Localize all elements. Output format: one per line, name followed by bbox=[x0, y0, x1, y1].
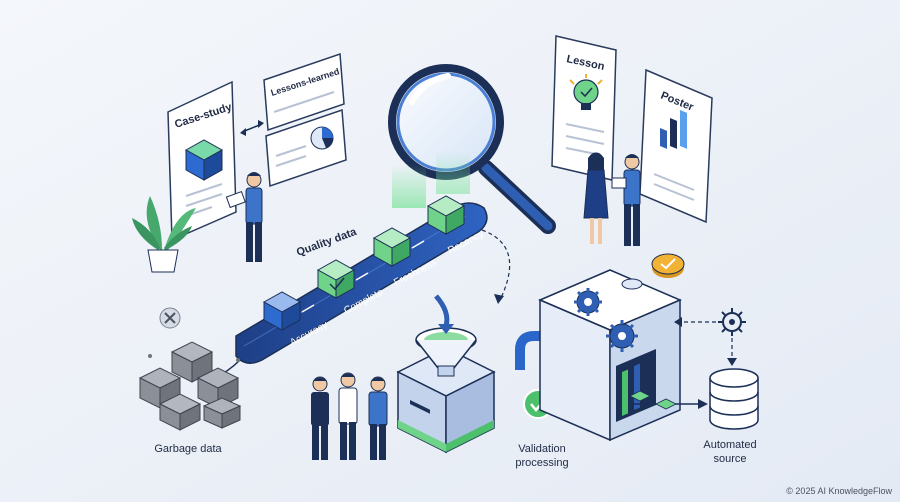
freshness-cube bbox=[372, 227, 412, 267]
recency-cube bbox=[426, 195, 466, 235]
validation-label-line1: Validation bbox=[518, 443, 566, 455]
processing-machine bbox=[538, 269, 682, 442]
case-study-board: Case-study bbox=[167, 80, 237, 242]
gold-check-token bbox=[651, 253, 685, 278]
magnifier-icon bbox=[388, 64, 556, 234]
presenters bbox=[583, 152, 641, 246]
exchange-arrow bbox=[240, 120, 264, 136]
bar-chart-icon bbox=[660, 110, 687, 149]
gear-icon bbox=[606, 320, 638, 352]
pie-chart-icon bbox=[310, 126, 334, 150]
pie-chart-card bbox=[265, 108, 347, 188]
database-icon bbox=[709, 368, 759, 430]
close-icon bbox=[159, 307, 181, 329]
lightbulb-icon bbox=[569, 74, 603, 110]
output-conveyor bbox=[628, 390, 708, 410]
automated-label-line1: Automated bbox=[703, 439, 756, 451]
accuracy-cube bbox=[262, 291, 302, 331]
lesson-board: Lesson bbox=[551, 35, 617, 181]
poster-board: Poster bbox=[639, 68, 713, 224]
team-group bbox=[311, 372, 388, 460]
funnel-icon bbox=[415, 327, 477, 377]
plant-icon bbox=[132, 196, 196, 273]
validation-label-line2: processing bbox=[515, 457, 568, 469]
gear-icon bbox=[718, 308, 746, 336]
garbage-data-label: Garbage data bbox=[154, 443, 222, 455]
gear-icon bbox=[574, 288, 602, 316]
automation-gear bbox=[674, 308, 746, 366]
copyright-text: © 2025 AI KnowledgeFlow bbox=[786, 486, 892, 496]
flow-line bbox=[481, 229, 511, 301]
checkmark-icon bbox=[329, 277, 345, 291]
filter-machine bbox=[396, 294, 496, 454]
garbage-data-pile bbox=[138, 307, 242, 431]
analyst-person bbox=[225, 172, 263, 262]
cube-icon bbox=[184, 139, 224, 181]
automated-label-line2: source bbox=[713, 453, 746, 465]
complete-cube bbox=[316, 259, 356, 299]
